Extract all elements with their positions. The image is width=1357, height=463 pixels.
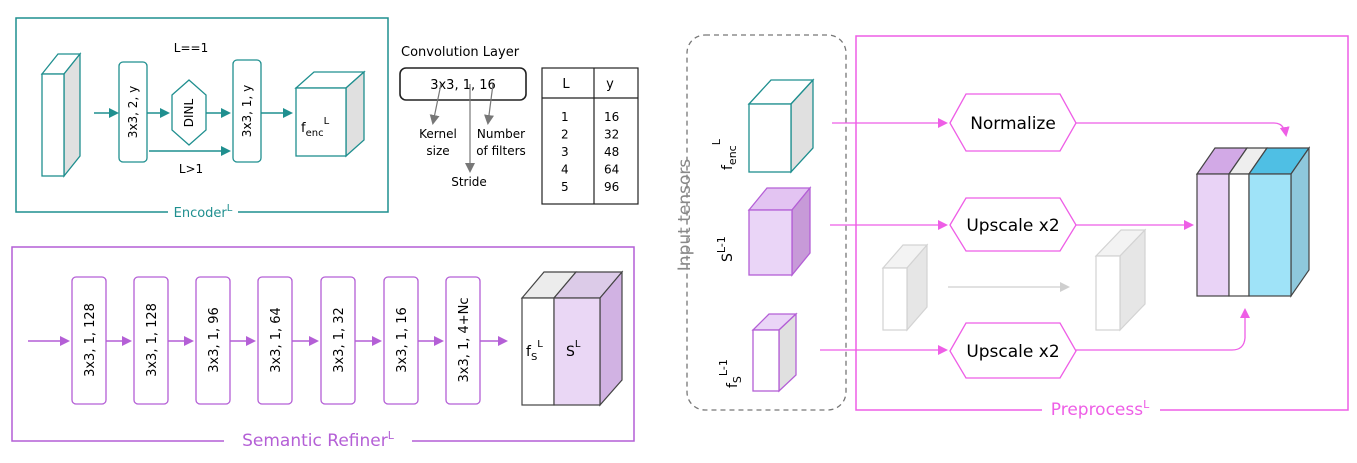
- refiner-conv-label: 3x3, 1, 128: [145, 303, 160, 377]
- refiner-output-s: SL: [566, 339, 581, 360]
- input-f-enc: [747, 78, 815, 174]
- filters-table: L y 1 16 2 32 3 48 4 64 5 96: [541, 67, 639, 205]
- table-header-y: y: [606, 77, 614, 92]
- svg-text:Normalize: Normalize: [970, 114, 1056, 134]
- preprocess-title: PreprocessL: [1051, 398, 1150, 420]
- table-cell-y: 16: [604, 110, 619, 124]
- encoder-output-label: fencL: [301, 116, 330, 139]
- refiner-conv-label: 3x3, 1, 64: [269, 307, 284, 373]
- condition-l-eq-1: L==1: [174, 41, 208, 55]
- table-cell-l: 4: [561, 163, 569, 177]
- input-fs-prev: [751, 312, 798, 393]
- encoder-conv-stride2: [118, 61, 148, 163]
- svg-text:Stride: Stride: [451, 175, 487, 189]
- table-cell-y: 48: [604, 145, 619, 159]
- encoder-panel: EncoderL 3x3, 2, y DINL L==1 3x3, 1, y L…: [15, 17, 389, 221]
- input-f-enc-label: fencL: [710, 138, 739, 170]
- table-cell-y: 96: [604, 180, 619, 194]
- refiner-output-cube: fSL SL: [520, 270, 624, 407]
- ghost-upscale-illustration: [881, 228, 1147, 332]
- input-s-prev-label: SL-1: [715, 236, 736, 262]
- svg-text:3x3, 2, y: 3x3, 2, y: [126, 86, 140, 138]
- legend-example-block: [399, 67, 527, 101]
- condition-l-gt-1: L>1: [179, 162, 203, 176]
- encoder-input-tensor: [40, 52, 82, 178]
- refiner-conv-label: 3x3, 1, 4+Nc: [457, 297, 472, 382]
- refiner-title: Semantic RefinerL: [242, 429, 395, 451]
- conv-layer-legend: Convolution Layer 3x3, 1, 16 Kernel size…: [399, 45, 527, 189]
- preprocess-output-tensor: [1195, 146, 1311, 298]
- encoder-conv-stride1: [232, 59, 262, 163]
- svg-text:size: size: [426, 144, 449, 158]
- svg-text:DINL: DINL: [182, 98, 196, 127]
- legend-title: Convolution Layer: [401, 45, 520, 60]
- svg-text:Upscale x2: Upscale x2: [966, 216, 1059, 236]
- table-cell-y: 32: [604, 128, 619, 142]
- svg-text:of filters: of filters: [476, 144, 526, 158]
- table-cell-l: 1: [561, 110, 569, 124]
- input-tensors-panel: Input tensors fencL SL-1 fSL-1: [675, 34, 847, 411]
- svg-text:3x3, 1, y: 3x3, 1, y: [240, 85, 254, 137]
- encoder-output-cube: fencL: [294, 70, 366, 158]
- input-s-prev: [747, 186, 812, 277]
- table-cell-l: 3: [561, 145, 569, 159]
- preprocess-panel: PreprocessL Normalize Upscale x2 Upscale…: [820, 35, 1349, 420]
- table-cell-l: 2: [561, 128, 569, 142]
- refiner-conv-label: 3x3, 1, 16: [395, 307, 410, 373]
- table-cell-l: 5: [561, 180, 569, 194]
- refiner-output-f: fSL: [526, 339, 543, 363]
- refiner-conv-label: 3x3, 1, 32: [332, 307, 347, 373]
- input-tensors-title: Input tensors: [675, 159, 695, 272]
- svg-text:3x3, 1, 16: 3x3, 1, 16: [430, 78, 496, 93]
- table-header-l: L: [562, 77, 570, 92]
- table-cell-y: 64: [604, 163, 619, 177]
- refiner-conv-label: 3x3, 1, 96: [207, 307, 222, 373]
- semantic-refiner-panel: Semantic RefinerL 3x3, 1, 128 3x3, 1, 128…: [11, 246, 635, 451]
- upscale-op-2: [949, 322, 1077, 379]
- dinl-block: [171, 79, 207, 146]
- svg-text:Kernel: Kernel: [419, 127, 457, 141]
- refiner-conv-label: 3x3, 1, 128: [83, 303, 98, 377]
- encoder-title: EncoderL: [174, 203, 233, 221]
- input-fs-prev-label: fSL-1: [717, 359, 744, 388]
- svg-text:Number: Number: [477, 127, 525, 141]
- svg-text:Upscale x2: Upscale x2: [966, 342, 1059, 362]
